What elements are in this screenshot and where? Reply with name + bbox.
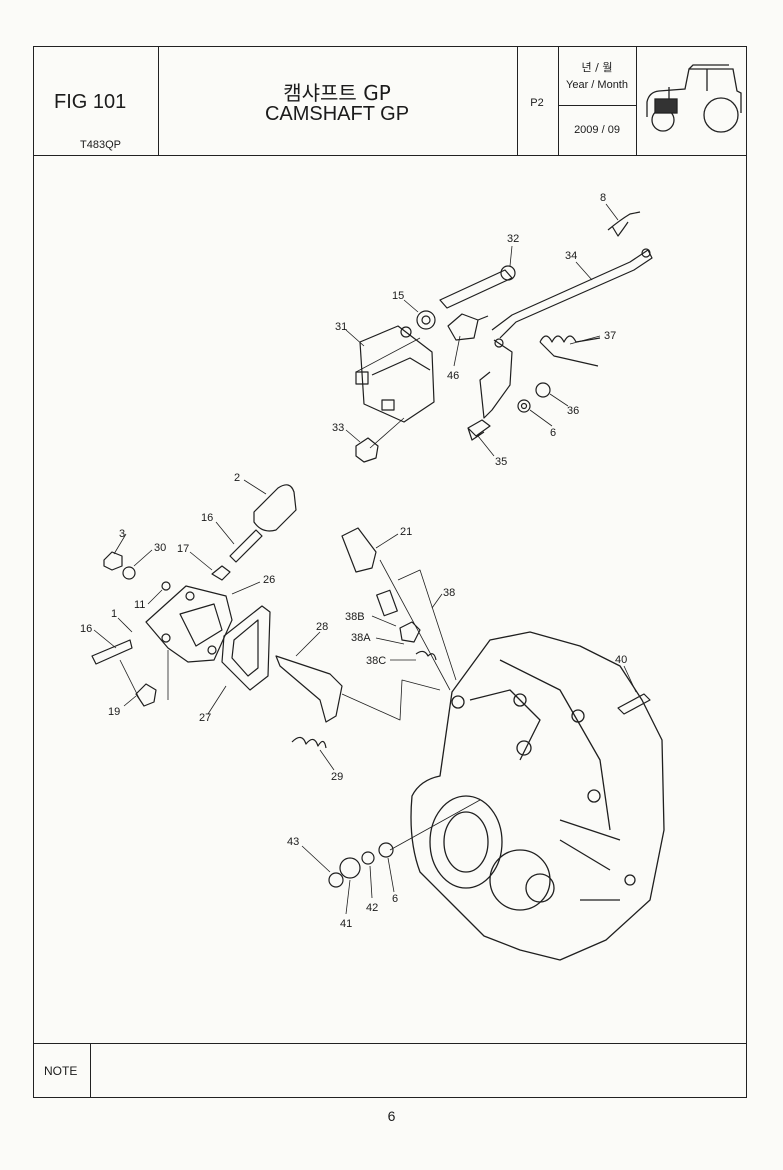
bolt-40	[617, 693, 651, 715]
nut-33	[355, 437, 379, 463]
gear-case-drawing	[410, 631, 665, 961]
nut-3	[103, 551, 123, 571]
bolt-16-upper	[229, 529, 263, 563]
callout-38c: 38C	[366, 655, 386, 667]
page-number: 6	[387, 1108, 396, 1124]
return-spring-drawing	[539, 335, 601, 367]
callout-21: 21	[400, 526, 412, 538]
shaft-28	[275, 655, 343, 723]
callout-8: 8	[600, 192, 606, 204]
callout-30: 30	[154, 542, 166, 554]
tractor-icon	[646, 64, 742, 133]
callout-6-lower: 6	[392, 893, 398, 905]
callout-15: 15	[392, 290, 404, 302]
callout-37: 37	[604, 330, 616, 342]
year-month-value: 2009 / 09	[574, 124, 620, 136]
callout-28: 28	[316, 621, 328, 633]
callout-43: 43	[287, 836, 299, 848]
washer-42	[361, 851, 375, 865]
callout-46: 46	[447, 370, 459, 382]
callout-40: 40	[615, 654, 627, 666]
callout-38a: 38A	[351, 632, 371, 644]
callout-26: 26	[263, 574, 275, 586]
adjust-screw-drawing	[447, 313, 489, 341]
callout-41: 41	[340, 918, 352, 930]
year-month-label-korean: 년 / 월	[581, 61, 613, 74]
plug-17	[211, 565, 231, 581]
washer-6-lower	[378, 842, 394, 858]
exploded-parts-diagram: 8 32 34 15 31 37 46 36 6 33 35 2 16 3 30…	[80, 192, 665, 961]
ball-36	[535, 382, 551, 398]
callout-3: 3	[119, 528, 125, 540]
callout-19: 19	[108, 706, 120, 718]
callout-29: 29	[331, 771, 343, 783]
title-english: CAMSHAFT GP	[264, 103, 410, 125]
callout-33: 33	[332, 422, 344, 434]
callout-35: 35	[495, 456, 507, 468]
callout-16-lower: 16	[80, 623, 92, 635]
pin-38b	[376, 589, 398, 617]
note-label: NOTE	[44, 1064, 78, 1078]
callout-38b: 38B	[345, 611, 365, 623]
spring-pin-drawing	[607, 211, 641, 237]
washer-15	[416, 310, 436, 330]
callout-2: 2	[234, 472, 240, 484]
page-reference: P2	[530, 97, 544, 109]
spring-29	[291, 736, 327, 749]
callout-31: 31	[335, 321, 347, 333]
callout-42: 42	[366, 902, 378, 914]
callout-17: 17	[177, 543, 189, 555]
callout-36: 36	[567, 405, 579, 417]
callout-11: 11	[134, 599, 145, 611]
callout-34: 34	[565, 250, 577, 262]
year-month-label: Year / Month	[566, 79, 628, 91]
washer-11	[161, 581, 171, 591]
model-code: T483QP	[80, 139, 121, 151]
callout-38: 38	[443, 587, 455, 599]
title-korean: 캠샤프트 GP	[283, 81, 391, 105]
bolt-35	[467, 419, 491, 441]
gasket-27	[221, 605, 271, 691]
spring-38c	[415, 650, 437, 661]
nipple-19	[135, 683, 157, 707]
sleeve-21	[341, 527, 377, 573]
callout-1: 1	[111, 608, 117, 620]
cover-plate-drawing	[145, 585, 233, 663]
plunger-2	[253, 484, 297, 532]
callout-27: 27	[199, 712, 211, 724]
callout-6-upper: 6	[550, 427, 556, 439]
figure-number: FIG 101	[54, 91, 127, 113]
governor-housing-drawing	[355, 325, 435, 423]
washer-6-top	[517, 399, 531, 413]
link-arm-drawing	[439, 248, 653, 419]
bushing-41	[339, 857, 361, 879]
nut-38a	[399, 621, 421, 643]
callout-32: 32	[507, 233, 519, 245]
callout-16-upper: 16	[201, 512, 213, 524]
sheet-frame: FIG 101 T483QP 캠샤프트 GP CAMSHAFT GP P2 년 …	[33, 46, 747, 1098]
plug-43	[328, 872, 344, 888]
bolt-16-lower	[91, 639, 133, 665]
oring-30	[122, 566, 136, 580]
